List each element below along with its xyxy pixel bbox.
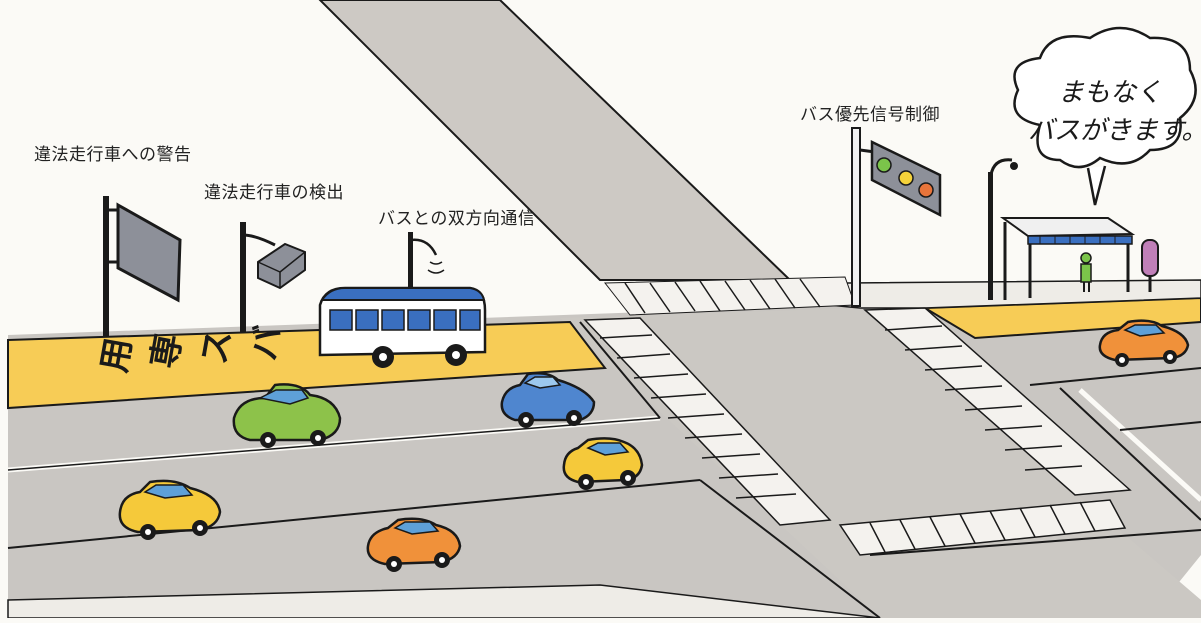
label-detection: 違法走行車の検出 [204, 183, 344, 203]
median-right [1059, 387, 1201, 521]
bus-lane-char-3: 用 [94, 335, 139, 375]
bus-lane-marking: バ ス 専 用 [94, 323, 289, 375]
label-signal-control: バス優先信号制御 [800, 105, 940, 125]
crosswalk-east [863, 307, 1132, 496]
speech-bubble-line-2: バスがきます。 [1028, 116, 1201, 146]
crosswalk-east-stripes [884, 325, 1083, 471]
warning-sign-icon [103, 196, 182, 336]
median-right-fill [1078, 388, 1201, 502]
speech-bubble-icon [1013, 26, 1197, 206]
antenna-icon [408, 232, 445, 292]
bus-stop-shelter-icon [999, 217, 1136, 300]
car-icon [1098, 319, 1190, 367]
lane-line [7, 479, 701, 549]
car-icon [500, 372, 596, 428]
detector-icon [240, 222, 306, 332]
bus-lane-char-2: 専 [144, 331, 189, 371]
curb-line [579, 321, 661, 419]
cross-street-south [560, 308, 1201, 618]
bus-lane-char-0: バ [244, 323, 289, 363]
bus-icon [318, 286, 487, 368]
lane-divider-edge [7, 417, 661, 471]
lane-line-right [1029, 367, 1201, 386]
bus-stop-sign-icon [1141, 239, 1159, 292]
passenger-icon [1080, 252, 1092, 292]
car-icon [562, 437, 644, 490]
car-icon [232, 383, 342, 448]
streetlight-icon [988, 158, 1018, 300]
crosswalk-west-stripes [599, 334, 797, 499]
crosswalk-south-stripes [869, 501, 1096, 553]
road-edge-2 [869, 529, 1201, 556]
label-warning: 違法走行車への警告 [34, 145, 192, 165]
crosswalk-north-stripes [624, 278, 821, 314]
car-icon [118, 479, 222, 540]
bus-lane-char-1: ス [194, 327, 239, 367]
lane-line-right-2 [1119, 421, 1201, 431]
road-edge [699, 479, 881, 619]
speech-bubble-line-1: まもなく [1058, 78, 1163, 108]
car-icon [366, 517, 462, 572]
traffic-light-icon [851, 127, 942, 307]
label-bus-communication: バスとの双方向通信 [378, 209, 536, 229]
